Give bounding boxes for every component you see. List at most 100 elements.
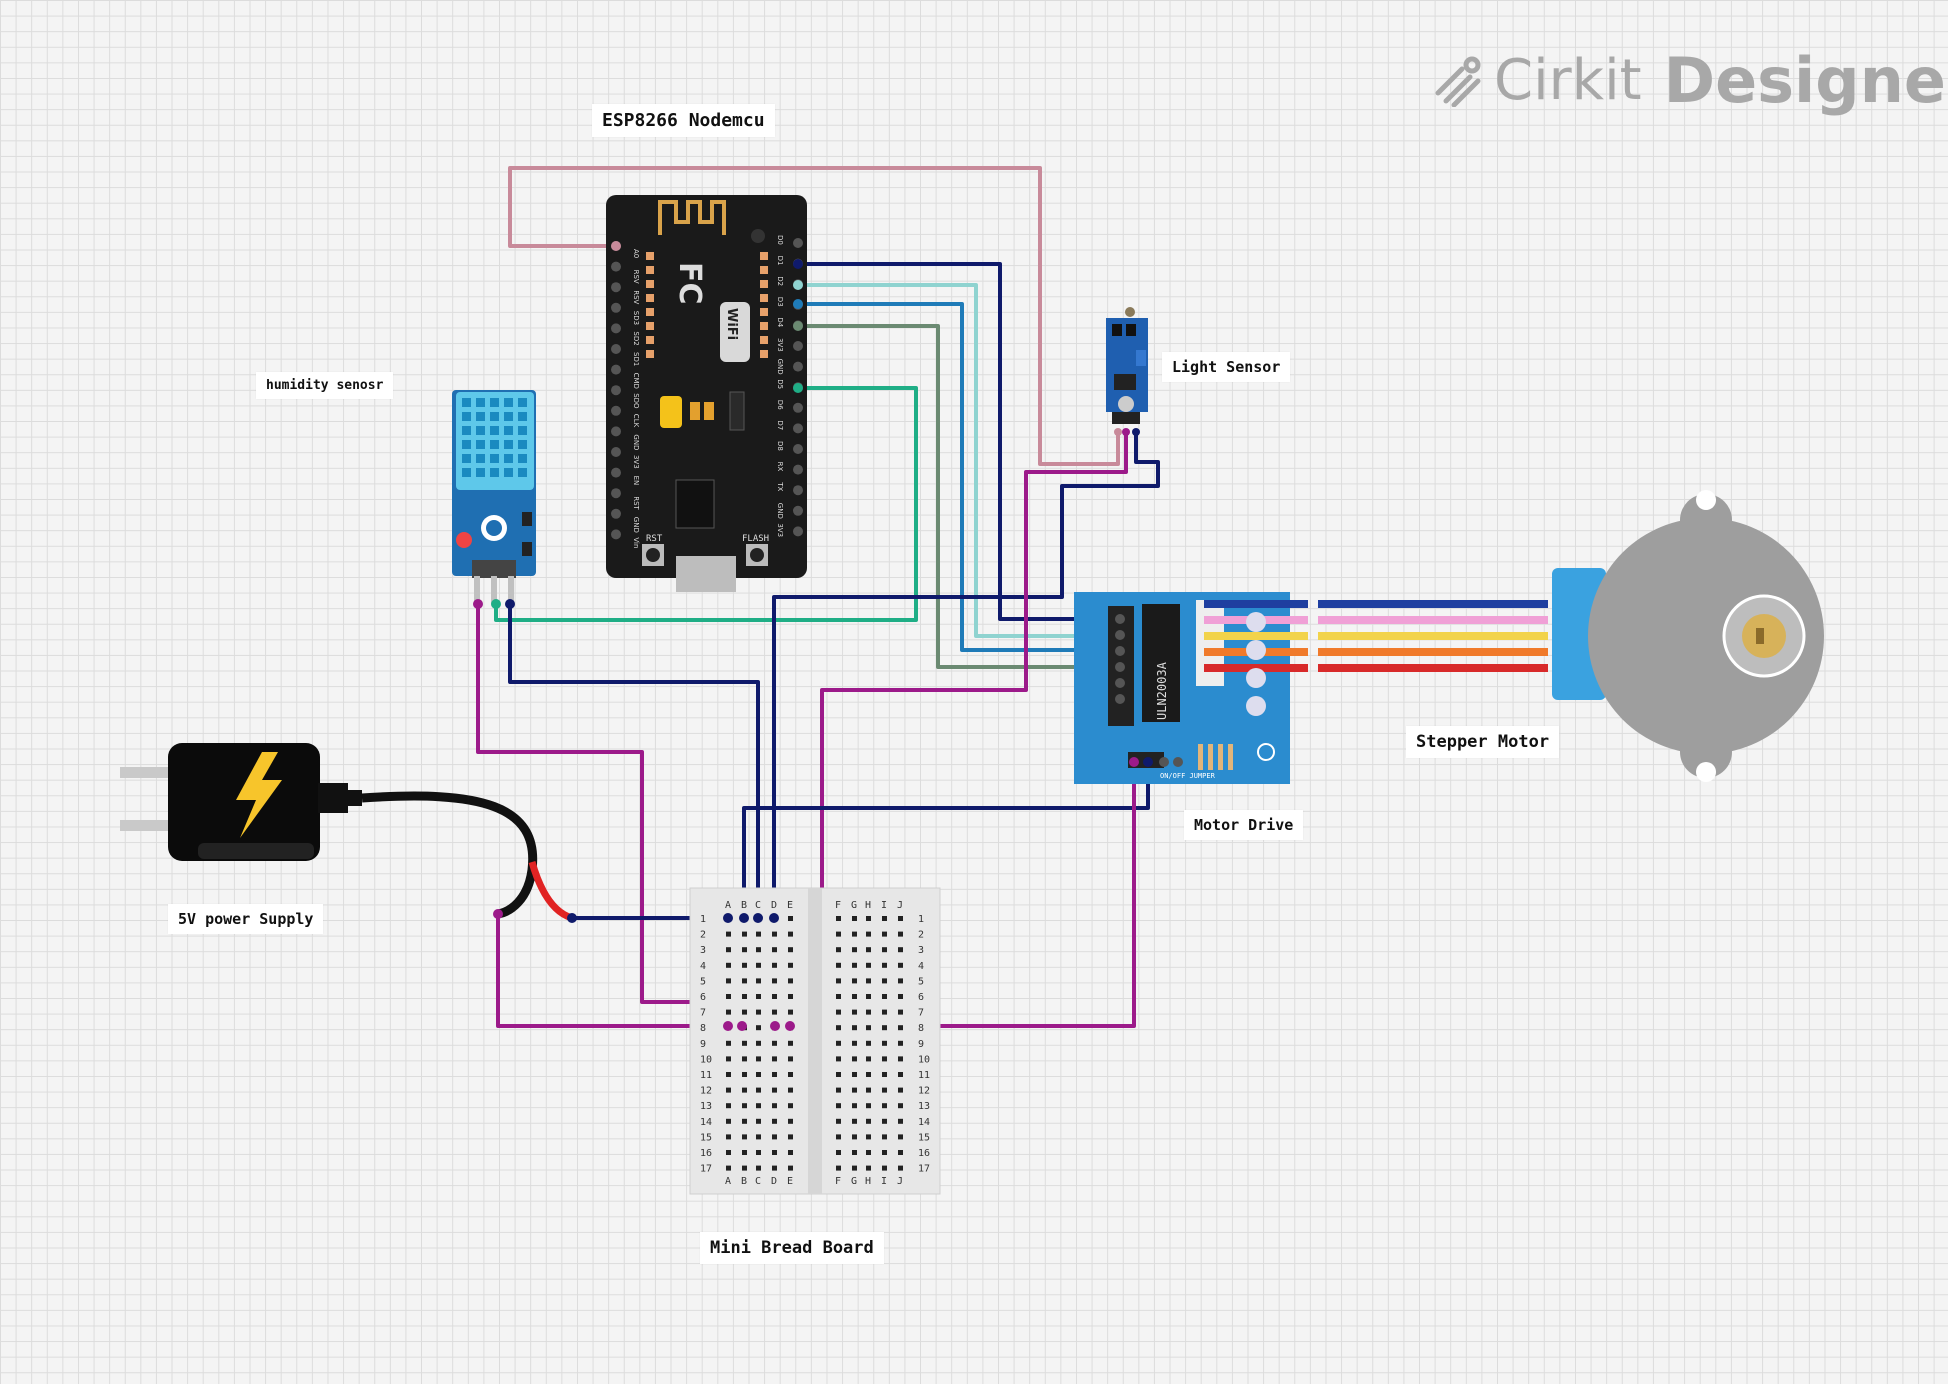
breadboard-hole [726, 1009, 731, 1015]
breadboard-hole [772, 1134, 777, 1140]
svg-text:FLASH: FLASH [742, 534, 769, 544]
breadboard-hole [882, 1009, 887, 1015]
breadboard-row-label: 15 [918, 1132, 930, 1143]
esp8266-board[interactable]: FC WiFi RST FLASH A0RSVRSVSD3SD2SD1CMDSD… [606, 195, 807, 592]
breadboard-hole [772, 994, 777, 999]
breadboard-col-label: C [755, 1176, 761, 1187]
humidity-sensor[interactable] [452, 390, 536, 609]
breadboard-hole [898, 962, 903, 968]
wire-d5-dht[interactable] [494, 386, 918, 622]
breadboard-hole [836, 1040, 841, 1046]
esp-pin [611, 488, 621, 499]
svg-text:ULN2003A: ULN2003A [1155, 661, 1169, 720]
breadboard-hole [836, 947, 841, 953]
esp-pad [646, 266, 654, 274]
breadboard-row-label: 2 [918, 930, 924, 941]
esp-pin-label: TX [776, 481, 784, 491]
breadboard-row-label: 8 [700, 1023, 706, 1034]
esp-pin-label: 3V3 [776, 523, 784, 537]
breadboard-row-label: 14 [700, 1117, 712, 1128]
dht-grid-cell [518, 468, 527, 477]
wire-d3-in3[interactable] [798, 302, 1120, 652]
breadboard-hole [742, 1118, 747, 1124]
breadboard-hole [866, 994, 871, 999]
breadboard-hole [852, 1134, 857, 1140]
esp-pad [646, 294, 654, 302]
esp-pin-label: RX [776, 462, 784, 472]
dht-grid-cell [476, 440, 485, 449]
wire-d2-in2[interactable] [798, 283, 1120, 638]
label-light-sensor: Light Sensor [1162, 352, 1291, 382]
breadboard-hole [898, 1056, 903, 1062]
motor-driver[interactable]: ULN2003A ON/OFF JUMPER [1074, 592, 1308, 784]
dht-grid-cell [504, 468, 513, 477]
breadboard-row-label: 15 [700, 1132, 712, 1143]
esp-pin-label: CMD [632, 373, 640, 389]
breadboard-hole [852, 1150, 857, 1155]
breadboard-hole [772, 1072, 777, 1077]
wire-d1-in1[interactable] [798, 262, 1120, 621]
breadboard-col-label: I [881, 1176, 887, 1187]
breadboard-hole [882, 1150, 887, 1155]
breadboard-row-label: 16 [918, 1148, 930, 1159]
dht-grid-cell [490, 426, 499, 435]
breadboard-col-label: E [787, 900, 793, 911]
driver-output-wire [1204, 600, 1308, 608]
esp-pin-label: D7 [776, 420, 784, 430]
breadboard-hole [852, 1025, 857, 1031]
wire-light-gnd[interactable] [772, 432, 1160, 918]
breadboard-col-label: B [741, 1176, 747, 1187]
breadboard-hole [836, 1025, 841, 1031]
breadboard-row-label: 6 [918, 992, 924, 1003]
light-sensor[interactable] [1106, 307, 1148, 436]
breadboard-hole [866, 1118, 871, 1124]
wire-a0-light[interactable] [508, 166, 1120, 466]
esp-pad [646, 308, 654, 316]
wire-driver-gnd[interactable] [742, 762, 1150, 918]
breadboard-hole [726, 947, 731, 953]
breadboard-hole [866, 1087, 871, 1093]
breadboard-hole [898, 1150, 903, 1155]
breadboard-hole [742, 931, 747, 937]
esp-pin-label: D8 [776, 441, 784, 451]
breadboard-hole [866, 1056, 871, 1062]
esp-pad [646, 350, 654, 358]
driver-leds [1204, 600, 1308, 716]
esp-pin-label: GND [632, 517, 640, 533]
esp-pin [611, 282, 621, 293]
driver-led [1246, 668, 1266, 688]
breadboard-hole [882, 1040, 887, 1046]
wire-endpoints [493, 241, 803, 1031]
breadboard-hole [836, 1056, 841, 1062]
breadboard-hole [866, 1150, 871, 1155]
power-supply[interactable] [120, 743, 574, 922]
dht-grid-cell [504, 412, 513, 421]
esp-pin-label: D4 [776, 317, 784, 327]
breadboard-hole [788, 1103, 793, 1109]
breadboard-hole [788, 1087, 793, 1093]
cirkit-designer-logo: Cirkit Designer [1432, 40, 1948, 120]
esp-pin [611, 385, 621, 396]
driver-pin [1115, 614, 1125, 624]
breadboard-hole [726, 1072, 731, 1077]
esp-pin-label: RSV [632, 270, 640, 284]
esp-pin-label: RST [632, 496, 640, 510]
breadboard-hole [726, 1118, 731, 1124]
esp-pin [611, 508, 621, 519]
wire-power-vcc[interactable] [496, 914, 728, 1028]
esp-pin-label: CLK [632, 414, 640, 428]
wire-dht-gnd[interactable] [508, 604, 760, 918]
breadboard-hole [726, 1134, 731, 1140]
breadboard-col-label: F [835, 1176, 841, 1187]
svg-text:FC: FC [672, 262, 707, 305]
breadboard-row-label: 10 [918, 1054, 930, 1065]
label-motor-drive: Motor Drive [1184, 810, 1304, 840]
breadboard-col-label: E [787, 1176, 793, 1187]
wire-d4-in4[interactable] [798, 324, 1120, 669]
breadboard-hole [866, 978, 871, 984]
breadboard-hole [772, 1009, 777, 1015]
stepper-motor[interactable] [1318, 490, 1824, 782]
breadboard-row-label: 12 [918, 1086, 930, 1097]
